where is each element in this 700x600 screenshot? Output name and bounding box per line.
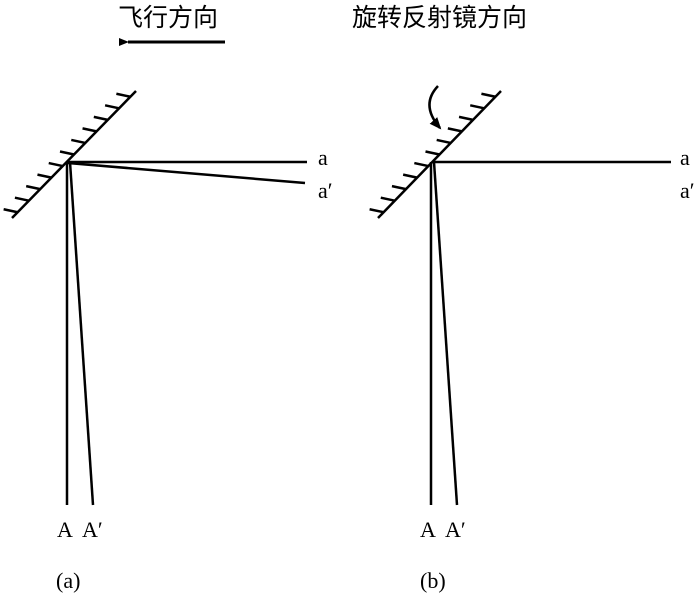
- mirror-hatch: [402, 173, 418, 179]
- panel-b-title: 旋转反射镜方向: [352, 3, 527, 32]
- mirror-a: [3, 90, 137, 219]
- rotation-arrow-icon: [428, 85, 442, 130]
- mirror-hatch: [436, 138, 451, 145]
- caption-a: (a): [56, 568, 80, 593]
- mirror-hatch: [104, 104, 120, 110]
- mirror-hatch: [380, 196, 396, 202]
- mirror-hatch: [93, 115, 109, 122]
- ray-A-prime: [68, 161, 95, 506]
- mirror-hatch: [116, 92, 131, 98]
- panel-a-title: 飞行方向: [118, 3, 218, 32]
- label-a: a: [680, 145, 690, 170]
- mirror-hatch: [391, 184, 407, 191]
- panel-a: 飞行方向 a a′ A A′ (a): [3, 3, 333, 593]
- ray-a-prime: [67, 161, 306, 185]
- label-a: a: [318, 145, 328, 170]
- label-A: A: [57, 517, 73, 542]
- mirror-hatch: [425, 150, 440, 156]
- mirror-hatch: [447, 127, 463, 133]
- mirror-hatch: [469, 104, 485, 110]
- mirror-hatch: [414, 161, 429, 168]
- label-A: A: [420, 517, 436, 542]
- caption-b: (b): [420, 568, 446, 593]
- mirror-hatch: [82, 127, 97, 133]
- mirror-hatch: [59, 150, 75, 156]
- mirror-hatch: [369, 208, 384, 214]
- mirror-hatch: [14, 196, 30, 202]
- label-A-prime: A′: [445, 517, 466, 542]
- mirror-hatch: [481, 92, 496, 98]
- mirror-hatch: [3, 208, 18, 214]
- mirror-hatch: [37, 173, 52, 179]
- mirror-hatch: [71, 138, 86, 145]
- label-A-prime: A′: [82, 517, 103, 542]
- label-a-prime: a′: [318, 178, 333, 203]
- panel-b: 旋转反射镜方向 a a′ A A′ (b): [352, 3, 695, 593]
- mirror-hatch: [25, 184, 41, 191]
- label-a-prime: a′: [680, 178, 695, 203]
- mirror-b: [369, 90, 502, 219]
- mirror-hatch: [458, 115, 474, 122]
- mirror-hatch: [48, 161, 63, 168]
- ray-A-prime: [432, 161, 459, 506]
